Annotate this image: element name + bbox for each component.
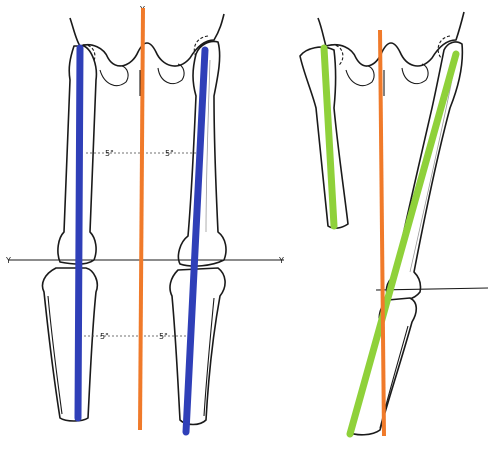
left-knee-line-label-left: Y: [5, 256, 11, 265]
left-upper-measure-right: 5": [165, 149, 174, 158]
left-tibia-right: [170, 268, 225, 425]
left-obturator-left: [100, 66, 128, 86]
left-lower-measure-left: 5": [100, 332, 109, 341]
right-leg-axis-bowed: [350, 54, 456, 434]
right-bowed-leg: [300, 12, 488, 436]
right-obturator-left: [346, 66, 374, 86]
left-upper-measure-left: 5": [105, 149, 114, 158]
left-normal-legs: Y Y Y 5" 5" 5" 5": [5, 5, 284, 432]
left-obturator-right: [158, 64, 184, 84]
left-lower-measure-right: 5": [159, 332, 168, 341]
left-knee-line-label-right: Y: [278, 256, 284, 265]
left-tibia-left: [43, 268, 98, 421]
left-leg-mechanical-axis-left: [78, 48, 80, 418]
right-obturator-right: [402, 64, 428, 84]
